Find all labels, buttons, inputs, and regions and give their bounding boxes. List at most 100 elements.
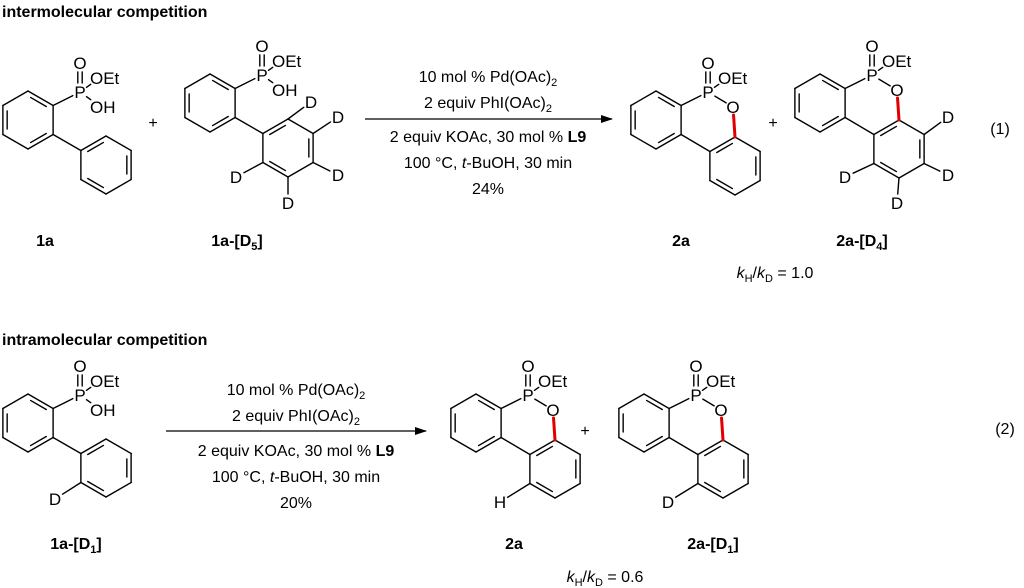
- bond: [85, 386, 92, 392]
- bond: [2, 436, 29, 453]
- bond: [668, 397, 690, 410]
- bond: [852, 162, 875, 174]
- deuterium-atom: D: [332, 166, 344, 185]
- bond: [500, 436, 531, 456]
- double-bond-inner: [704, 481, 722, 493]
- bond: [105, 438, 132, 455]
- bond: [243, 161, 264, 174]
- condition-base-ligand: 2 equiv KOAc, 30 mol % L9: [390, 129, 587, 146]
- deuterium-atom: D: [332, 108, 344, 127]
- bond: [312, 161, 331, 172]
- bond: [80, 438, 107, 455]
- oxygen-atom: O: [255, 37, 268, 56]
- condition-oxidant: 2 equiv PhI(OAc)2: [232, 408, 360, 428]
- bond: [450, 393, 477, 410]
- deuterium-atom: D: [839, 168, 851, 187]
- bond: [27, 393, 54, 410]
- double-bond-inner: [87, 444, 105, 456]
- hydroxyl-group: OH: [90, 98, 116, 117]
- bond: [85, 398, 92, 404]
- double-bond-inner: [880, 161, 898, 173]
- condition-catalyst: 10 mol % Pd(OAc)2: [227, 382, 366, 402]
- bond: [897, 177, 900, 195]
- bond: [709, 179, 736, 196]
- double-bond-inner: [657, 96, 675, 108]
- bond: [844, 77, 866, 90]
- hydrogen-atom: H: [494, 493, 506, 512]
- deuterium-atom: D: [49, 490, 61, 509]
- deuterium-atom: D: [305, 93, 317, 112]
- condition-yield: 24%: [472, 181, 504, 198]
- double-bond-inner: [477, 435, 495, 447]
- double-bond-inner: [645, 435, 663, 447]
- hydroxyl-group: OH: [90, 401, 116, 420]
- bond: [262, 118, 289, 135]
- bond: [898, 162, 925, 179]
- compound-label-2a: 2a: [672, 233, 690, 250]
- scheme1-heading: intermolecular competition: [2, 4, 207, 21]
- ethoxy-group: OEt: [882, 52, 912, 71]
- bond: [643, 436, 670, 453]
- bond: [534, 398, 547, 407]
- bond: [873, 162, 900, 179]
- condition-base-ligand: 2 equiv KOAc, 30 mol % L9: [198, 443, 395, 460]
- bond: [714, 95, 727, 104]
- double-bond-inner: [29, 435, 47, 447]
- scheme1-conditions: 10 mol % Pd(OAc)2 2 equiv PhI(OAc)2 2 eq…: [390, 69, 587, 198]
- deuterium-atom: D: [942, 108, 954, 127]
- bond: [80, 481, 107, 498]
- benzene-ring: [529, 439, 581, 499]
- condition-yield: 20%: [280, 495, 312, 512]
- double-bond-inner: [821, 115, 839, 127]
- compound-label-2a-d4: 2a-[D4]: [836, 233, 887, 253]
- new-c-o-bond: [732, 113, 737, 139]
- double-bond-inner: [716, 178, 734, 190]
- bond: [923, 162, 941, 172]
- bond: [506, 482, 531, 498]
- phosphorus-atom: P: [74, 83, 85, 102]
- bond: [80, 178, 107, 195]
- phosphorus-atom: P: [690, 386, 701, 405]
- bond: [52, 397, 74, 410]
- bond: [27, 436, 54, 453]
- compound-label-1a: 1a: [36, 233, 54, 250]
- bond: [85, 95, 92, 101]
- bond: [554, 439, 581, 456]
- double-bond-inner: [87, 141, 105, 153]
- bond: [52, 133, 82, 152]
- bond: [898, 119, 925, 136]
- kie-value: kH/kD = 1.0: [737, 265, 814, 285]
- double-bond-inner: [704, 445, 722, 457]
- oxygen-atom: O: [73, 357, 86, 376]
- bond: [61, 481, 82, 495]
- double-bond-inner: [657, 132, 675, 144]
- condition-temp-solvent: 100 °C, t-BuOH, 30 min: [212, 469, 380, 486]
- oxygen-atom: O: [689, 357, 702, 376]
- bond: [2, 133, 29, 150]
- benzene-ring: [262, 118, 314, 178]
- equation-number: (1): [990, 121, 1010, 138]
- bond: [27, 133, 54, 150]
- bond: [184, 116, 211, 133]
- plus-sign: +: [768, 115, 777, 132]
- bond: [701, 386, 708, 392]
- double-bond-inner: [477, 399, 495, 411]
- bond: [287, 161, 314, 178]
- bond: [312, 121, 332, 135]
- double-bond-inner: [29, 399, 47, 411]
- ring-oxygen-atom: O: [714, 401, 727, 420]
- benzene-ring: [873, 119, 925, 179]
- new-c-o-bond: [896, 96, 901, 122]
- double-bond-inner: [821, 79, 839, 91]
- bond: [722, 482, 749, 499]
- double-bond-inner: [645, 399, 663, 411]
- benzene-ring: [2, 90, 54, 150]
- benzene-ring: [80, 135, 132, 195]
- phosphorus-atom: P: [74, 386, 85, 405]
